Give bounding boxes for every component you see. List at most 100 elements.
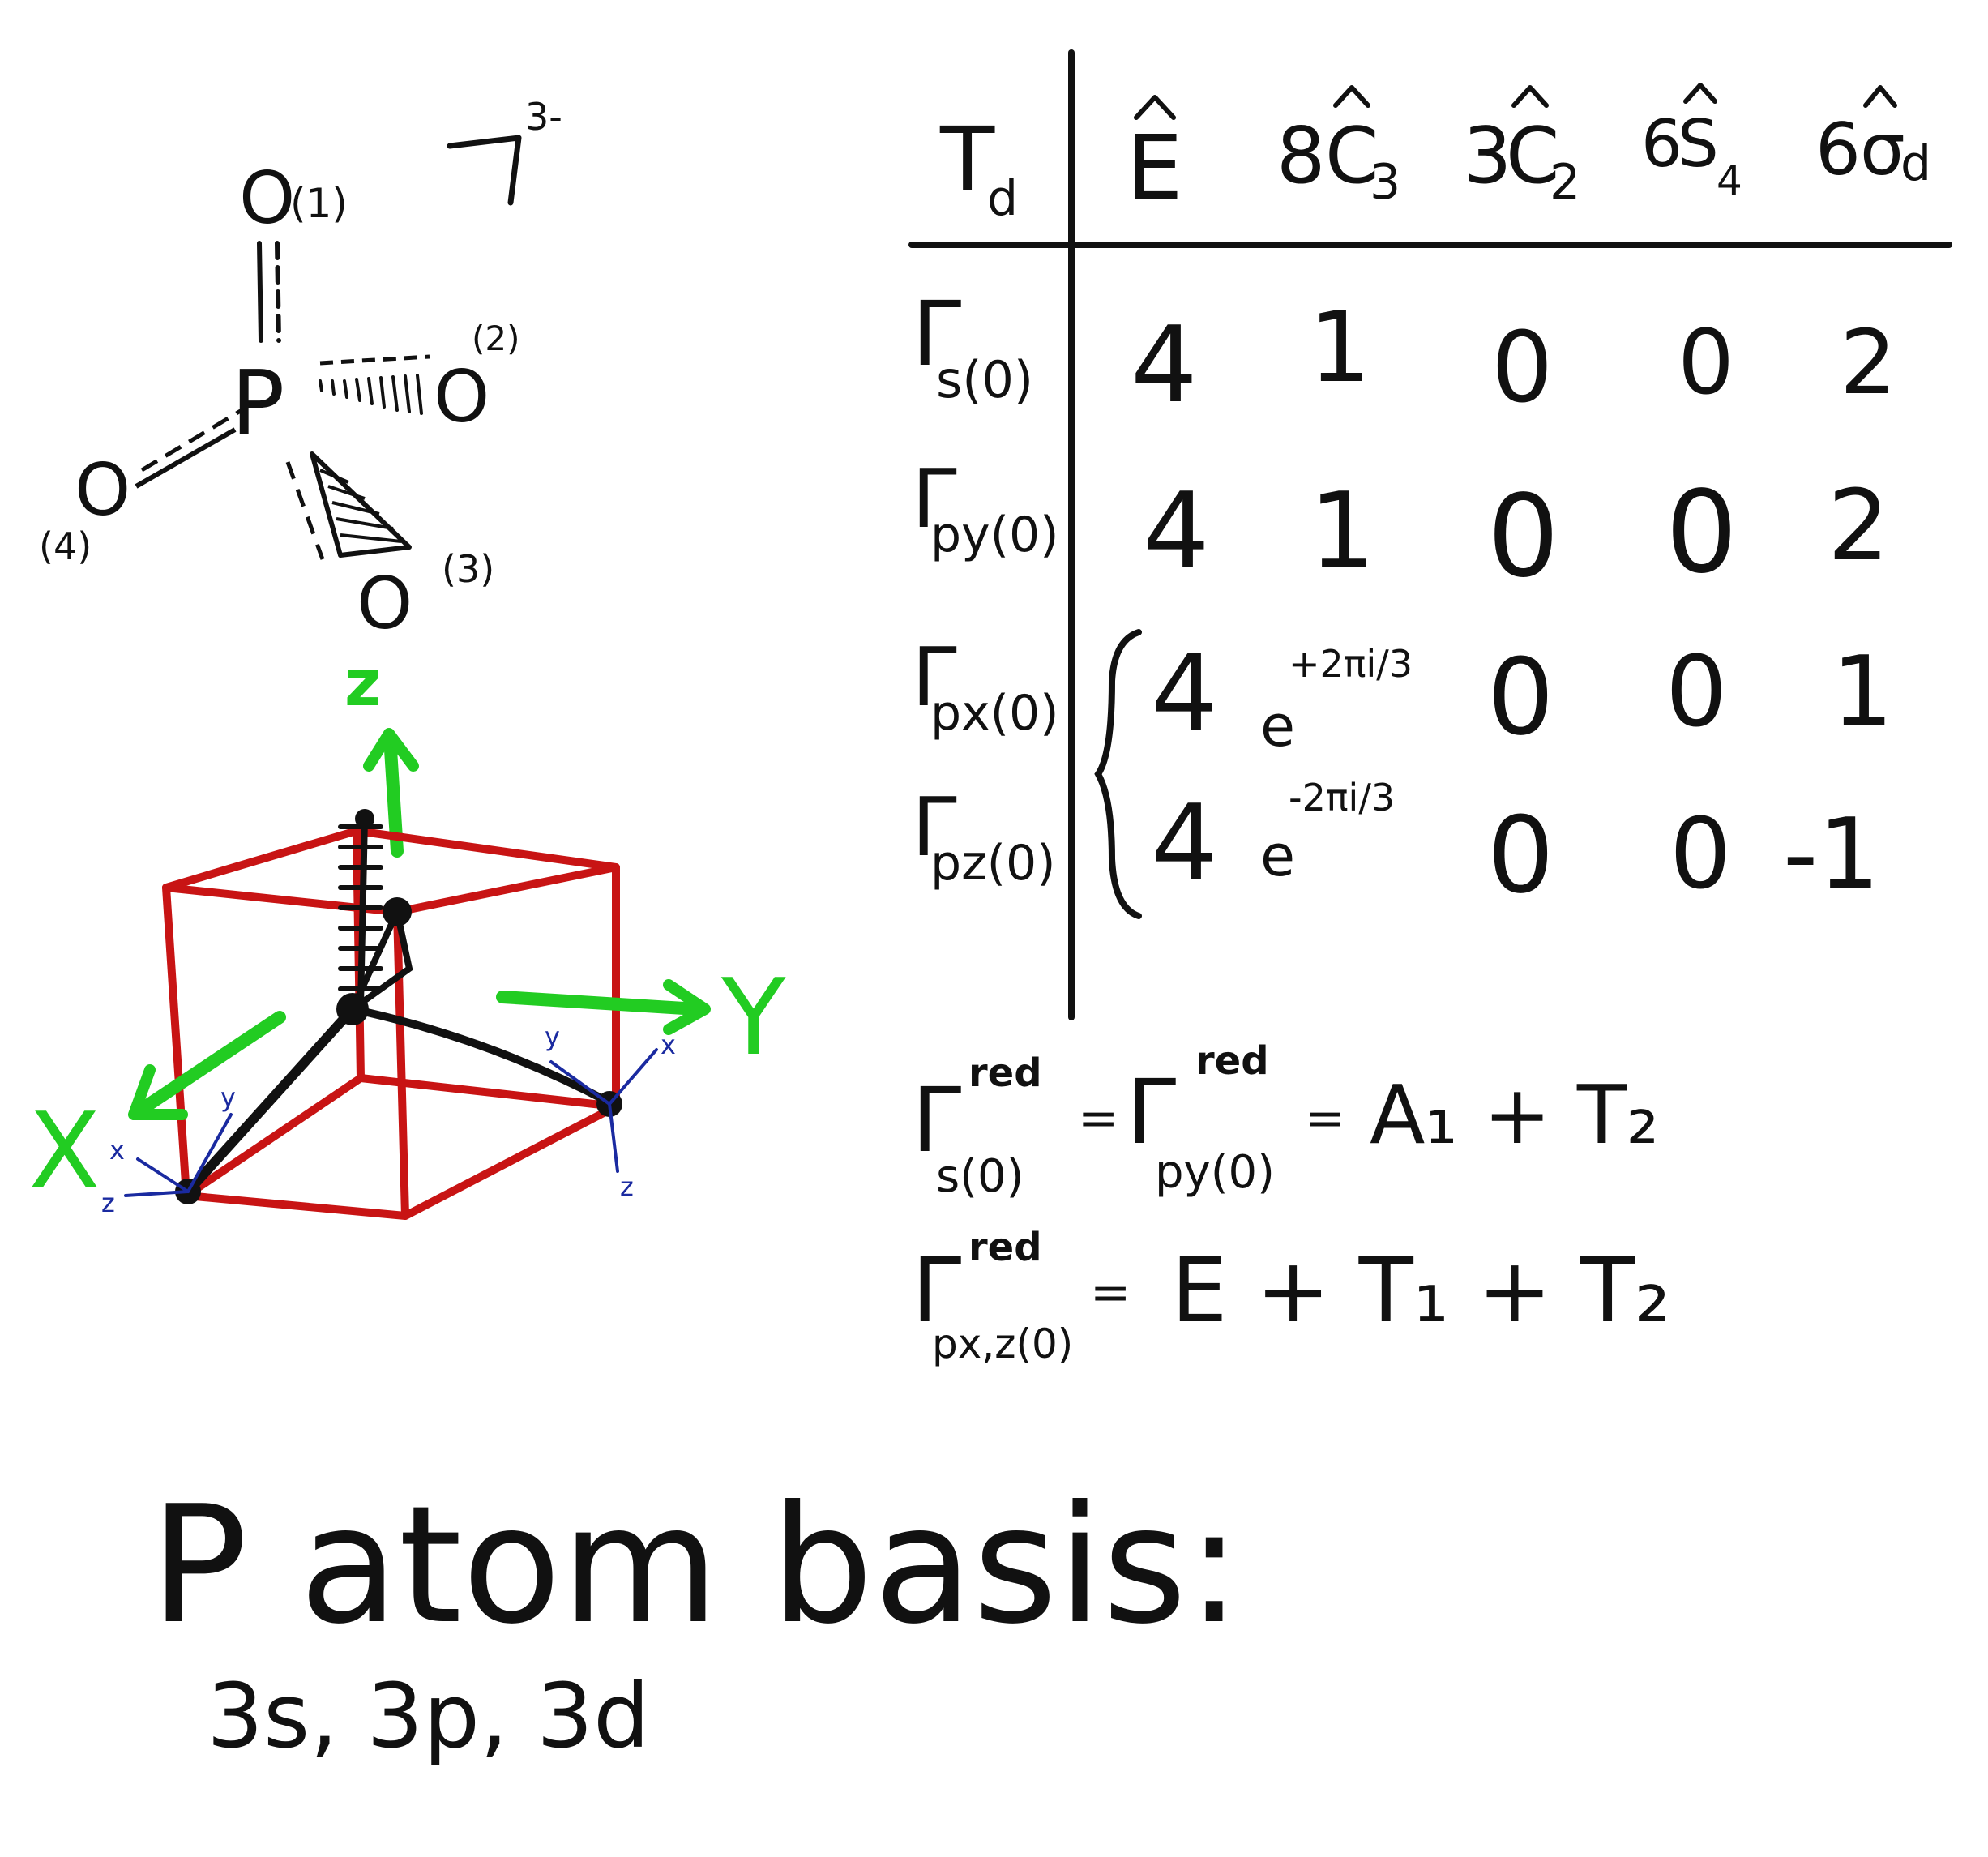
local-y-right: y	[545, 1021, 560, 1052]
reduction1-mid-sub: py(0)	[1155, 1146, 1275, 1199]
local-z-right: z	[620, 1171, 634, 1202]
oxygen-3-label: (3)	[442, 547, 494, 591]
svg-text:E: E	[1127, 116, 1183, 220]
row-gamma-s: Γ s(0) 4 1 0 0 2	[912, 282, 1896, 426]
reduction1-eq1: =	[1078, 1090, 1118, 1147]
svg-text:+2πi/3: +2πi/3	[1289, 642, 1413, 686]
oxygen-1-atom: O	[239, 156, 295, 240]
phosphate-structure: O (1) 3- P O (2) O (4)	[39, 95, 562, 645]
phosphorus-node	[336, 993, 369, 1025]
point-group-label: T	[939, 108, 995, 212]
reduction1-rhs: A₁ + T₂	[1370, 1068, 1659, 1162]
oxygen-4-label: (4)	[39, 524, 92, 568]
svg-text:4: 4	[1151, 781, 1218, 905]
svg-text:3: 3	[1463, 112, 1511, 201]
oxygen-node-top	[355, 809, 374, 828]
op-8C3: 8 C 3	[1276, 85, 1400, 211]
basis-section: P atom basis: 3s, 3p, 3d	[150, 1471, 1242, 1768]
phosphorus-atom: P	[231, 351, 284, 455]
svg-text:C: C	[1506, 112, 1559, 201]
svg-text:0: 0	[1669, 798, 1731, 911]
z-axis-label: z	[344, 648, 381, 721]
svg-text:0: 0	[1487, 471, 1559, 603]
svg-text:Γ: Γ	[912, 630, 957, 725]
svg-text:e: e	[1260, 823, 1295, 889]
local-x-left: x	[109, 1135, 125, 1166]
svg-text:6: 6	[1815, 108, 1861, 191]
header-operations: E 8 C 3 3 C 2 6 S 4 6	[1127, 83, 1931, 220]
basis-orbitals: 3s, 3p, 3d	[207, 1664, 650, 1768]
svg-text:0: 0	[1491, 312, 1553, 425]
svg-text:Γ: Γ	[912, 282, 961, 386]
svg-text:0: 0	[1487, 635, 1554, 759]
oxygen-2-label: (2)	[472, 319, 520, 358]
op-6S4: 6 S 4	[1641, 83, 1742, 204]
svg-text:0: 0	[1678, 310, 1734, 414]
local-x-right: x	[661, 1029, 676, 1060]
reduction1-sub: s(0)	[936, 1150, 1024, 1203]
reduction2-sub: px,z(0)	[932, 1320, 1073, 1367]
reduction-results: Γ red s(0) = Γ red py(0) = A₁ + T₂ Γ red…	[912, 1038, 1670, 1367]
svg-text:3: 3	[1370, 154, 1400, 211]
x-axis-label: X	[28, 1089, 100, 1213]
op-6sigma-d: 6 σ d	[1815, 85, 1931, 192]
svg-text:-2πi/3: -2πi/3	[1289, 776, 1395, 819]
svg-text:0: 0	[1665, 636, 1727, 749]
svg-text:Γ: Γ	[912, 451, 957, 546]
svg-text:py(0): py(0)	[930, 507, 1059, 563]
svg-text:0: 0	[1487, 794, 1554, 917]
svg-text:σ: σ	[1860, 108, 1905, 191]
svg-text:1: 1	[1832, 636, 1893, 749]
svg-text:1: 1	[1309, 292, 1370, 404]
svg-text:Γ: Γ	[912, 780, 957, 875]
reduction2-gamma: Γ	[912, 1239, 961, 1342]
svg-text:C: C	[1325, 112, 1379, 201]
complex-pair-brace	[1094, 629, 1142, 919]
svg-text:e: e	[1260, 693, 1295, 759]
reduction1-sup: red	[968, 1050, 1042, 1096]
reduction1-eq2: =	[1305, 1090, 1345, 1147]
svg-text:d: d	[1900, 135, 1931, 192]
row-gamma-py: Γ py(0) 4 1 0 0 2	[912, 451, 1889, 603]
point-group-subscript: d	[987, 170, 1018, 227]
svg-text:px(0): px(0)	[930, 685, 1059, 742]
svg-text:s(0): s(0)	[936, 350, 1033, 409]
reduction2-rhs: E + T₁ + T₂	[1171, 1239, 1670, 1342]
reduction2-eq: =	[1090, 1264, 1131, 1321]
svg-text:2: 2	[1828, 470, 1889, 583]
oxygen-1-label: (1)	[290, 180, 348, 227]
charge-bracket	[447, 135, 522, 206]
charge-label: 3-	[525, 95, 562, 139]
oxygen-3-atom: O	[357, 562, 413, 645]
row-gamma-pz: Γ pz(0) 4 e -2πi/3 0 0 -1	[912, 776, 1880, 917]
svg-text:4: 4	[1717, 157, 1742, 204]
character-table: T d E 8 C 3 3 C 2 6 S	[908, 49, 1952, 1020]
svg-text:4: 4	[1131, 303, 1198, 426]
svg-text:8: 8	[1276, 112, 1325, 201]
local-z-left: z	[101, 1187, 115, 1218]
svg-text:pz(0): pz(0)	[930, 835, 1056, 892]
svg-text:1: 1	[1309, 469, 1376, 593]
local-y-left: y	[220, 1082, 236, 1113]
op-3C2: 3 C 2	[1463, 85, 1580, 211]
svg-text:2: 2	[1550, 154, 1580, 211]
reduction1-mid-sup: red	[1195, 1038, 1269, 1084]
reduction2-sup: red	[968, 1225, 1042, 1270]
reduction1-gamma: Γ	[912, 1068, 961, 1172]
op-E: E	[1127, 95, 1183, 220]
y-axis-label: Y	[720, 956, 786, 1079]
svg-text:4: 4	[1151, 631, 1218, 755]
reduction1-mid-gamma: Γ	[1127, 1060, 1176, 1164]
basis-title: P atom basis:	[150, 1471, 1242, 1660]
local-axes-right	[549, 1048, 658, 1173]
svg-text:S: S	[1678, 106, 1719, 182]
row-gamma-px: Γ px(0) 4 e +2πi/3 0 0 1	[912, 630, 1893, 759]
oxygen-4-atom: O	[75, 448, 130, 532]
cube-coordinate-diagram: z	[28, 648, 786, 1220]
svg-text:-1: -1	[1783, 798, 1880, 911]
svg-text:2: 2	[1840, 310, 1896, 414]
oxygen-2-atom: O	[434, 355, 490, 439]
svg-text:0: 0	[1665, 467, 1738, 599]
tetrahedral-bonds	[183, 815, 614, 1196]
oxygen-node-back	[383, 897, 412, 926]
